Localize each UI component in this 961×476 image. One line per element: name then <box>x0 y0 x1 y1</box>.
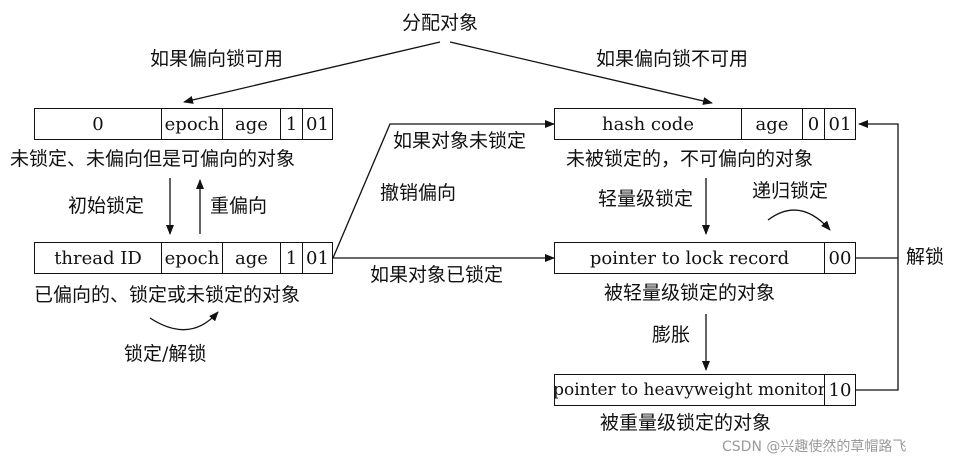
cell-hash-code: hash code <box>554 108 742 140</box>
cell-zero: 0 <box>34 108 162 140</box>
cell-lock-bits: 00 <box>824 242 856 274</box>
cell-biased-bit: 1 <box>280 108 303 140</box>
caption-unlocked-non-biasable: 未被锁定的，不可偏向的对象 <box>566 148 814 170</box>
caption-biased: 已偏向的、锁定或未锁定的对象 <box>34 284 301 306</box>
cell-monitor-pointer: pointer to heavyweight monitor <box>554 374 825 406</box>
cell-biased-bit: 1 <box>280 242 303 274</box>
label-lock-unlock: 锁定/解锁 <box>124 343 207 365</box>
label-inflate: 膨胀 <box>652 324 691 346</box>
cell-epoch: epoch <box>161 242 223 274</box>
cell-biased-bit: 0 <box>802 108 825 140</box>
label-unlock: 解锁 <box>906 246 945 268</box>
cell-thread-id: thread ID <box>34 242 162 274</box>
label-if-unlocked: 如果对象未锁定 <box>393 130 527 152</box>
caption-lightweight-locked: 被轻量级锁定的对象 <box>604 282 776 304</box>
cell-lock-bits: 10 <box>824 374 856 406</box>
label-initial-lock: 初始锁定 <box>68 195 145 217</box>
label-recursive-lock: 递归锁定 <box>752 180 829 202</box>
label-if-locked: 如果对象已锁定 <box>370 264 504 286</box>
label-allocate: 分配对象 <box>402 12 479 34</box>
arrow-lock-unlock-loop <box>149 311 219 331</box>
cell-lock-bits: 01 <box>302 242 333 274</box>
cell-lock-bits: 01 <box>824 108 856 140</box>
arrow-revoke-if-unlocked <box>332 120 555 259</box>
label-revoke-bias: 撤销偏向 <box>380 182 457 204</box>
cell-lock-bits: 01 <box>302 108 333 140</box>
caption-unlocked-biasable: 未锁定、未偏向但是可偏向的对象 <box>10 148 296 170</box>
cell-lock-record-pointer: pointer to lock record <box>554 242 825 274</box>
caption-heavyweight-locked: 被重量级锁定的对象 <box>600 412 772 434</box>
arrow-allocate-to-non-biasable <box>449 41 713 105</box>
arrow-allocate-to-biasable <box>183 41 441 104</box>
cell-epoch: epoch <box>161 108 223 140</box>
cell-age: age <box>222 242 281 274</box>
cell-age: age <box>741 108 803 140</box>
cell-age: age <box>222 108 281 140</box>
arrow-unlock-return <box>855 120 899 391</box>
label-lightweight-lock: 轻量级锁定 <box>598 188 694 210</box>
label-bias-available: 如果偏向锁可用 <box>150 48 284 70</box>
watermark: CSDN @兴趣使然的草帽路飞 <box>722 439 907 455</box>
label-rebias: 重偏向 <box>210 195 268 217</box>
arrow-recursive-loop <box>767 209 831 231</box>
label-bias-unavailable: 如果偏向锁不可用 <box>596 48 749 70</box>
